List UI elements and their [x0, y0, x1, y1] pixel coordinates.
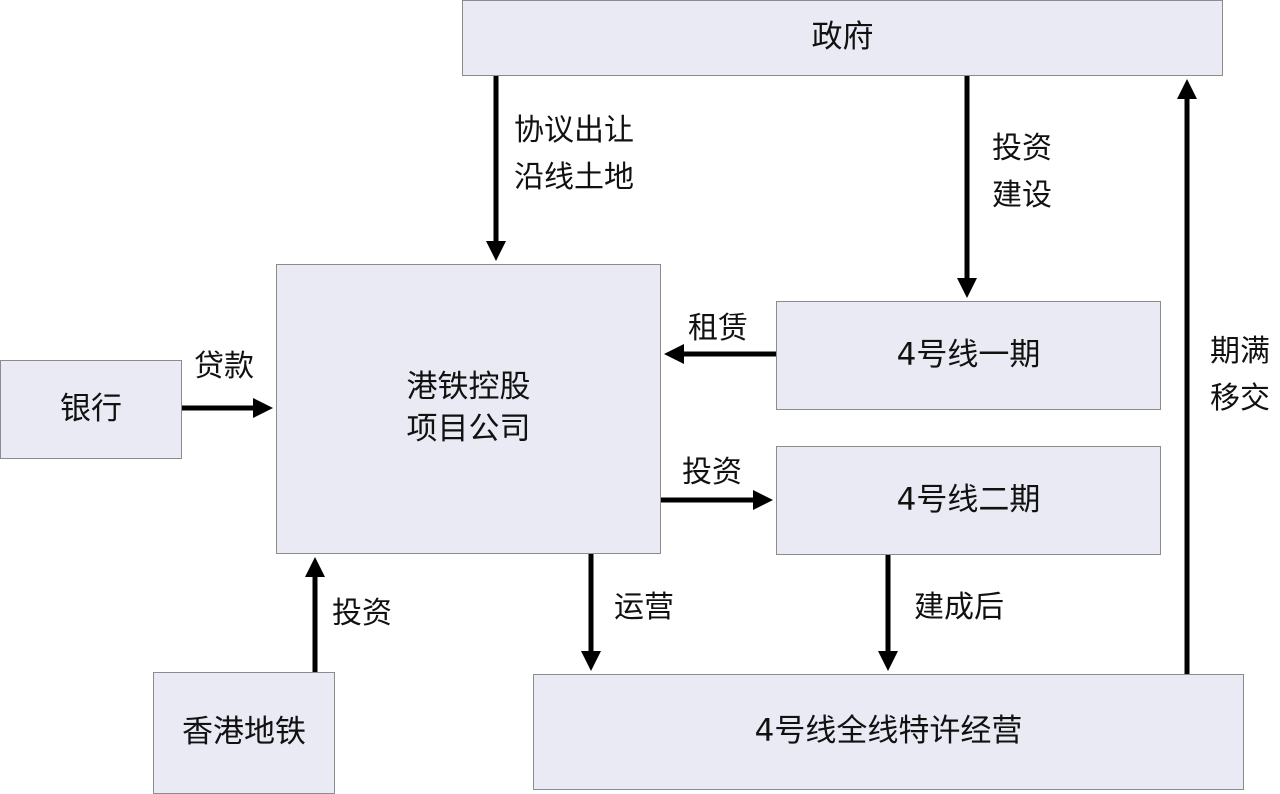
line4-phase1-label: 4号线一期	[896, 336, 1041, 373]
mtr-invest-label: 投资	[332, 591, 392, 638]
after-completion-label-text: 建成后	[914, 590, 1004, 625]
line4-phase2-label: 4号线二期	[896, 481, 1041, 518]
transfer-on-expiry-label-line1: 期满	[1210, 334, 1270, 369]
land-transfer-label: 协议出让 沿线土地	[514, 108, 634, 201]
company-invest-label-text: 投资	[682, 455, 742, 490]
project-company-box: 港铁控股 项目公司	[276, 264, 661, 554]
government-label: 政府	[811, 19, 874, 56]
company-invest-label: 投资	[682, 450, 742, 497]
gov-invest-build-label: 投资 建设	[992, 126, 1052, 219]
gov-invest-build-label-line1: 投资	[992, 131, 1052, 166]
project-company-label-line1: 港铁控股	[406, 369, 531, 406]
lease-label-text: 租赁	[688, 311, 748, 346]
lease-label: 租赁	[688, 306, 748, 353]
bank-label: 银行	[60, 390, 122, 427]
bank-box: 银行	[0, 360, 182, 459]
transfer-on-expiry-label-line2: 移交	[1210, 380, 1270, 416]
operate-label-text: 运营	[614, 590, 674, 625]
mtr-invest-label-text: 投资	[332, 596, 392, 631]
after-completion-label: 建成后	[914, 585, 1004, 632]
mtr-hk-box: 香港地铁	[153, 672, 335, 794]
loan-label-text: 贷款	[194, 349, 254, 384]
mtr-hk-label: 香港地铁	[182, 714, 306, 751]
project-company-label-line2: 项目公司	[406, 411, 531, 447]
line4-franchise-label: 4号线全线特许经营	[754, 713, 1023, 750]
line4-franchise-box: 4号线全线特许经营	[533, 674, 1244, 790]
line4-phase2-box: 4号线二期	[776, 446, 1161, 555]
government-box: 政府	[462, 0, 1223, 76]
transfer-on-expiry-label: 期满 移交	[1210, 329, 1270, 422]
land-transfer-label-line2: 沿线土地	[514, 159, 634, 195]
line4-phase1-box: 4号线一期	[776, 301, 1161, 410]
land-transfer-label-line1: 协议出让	[514, 113, 634, 148]
gov-invest-build-label-line2: 建设	[992, 177, 1052, 213]
operate-label: 运营	[614, 585, 674, 632]
loan-label: 贷款	[194, 344, 254, 391]
